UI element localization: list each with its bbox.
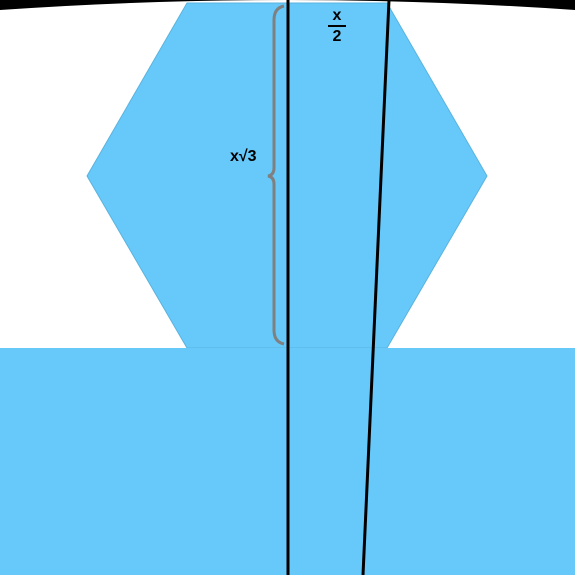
slanted-line (361, 0, 391, 575)
fraction-numerator: x (328, 8, 346, 27)
height-bracket (267, 4, 285, 346)
height-label: x√3 (230, 148, 257, 165)
top-arc-edge (0, 0, 575, 10)
fraction-denominator: 2 (332, 28, 342, 45)
half-base-fraction: x 2 (328, 8, 346, 45)
